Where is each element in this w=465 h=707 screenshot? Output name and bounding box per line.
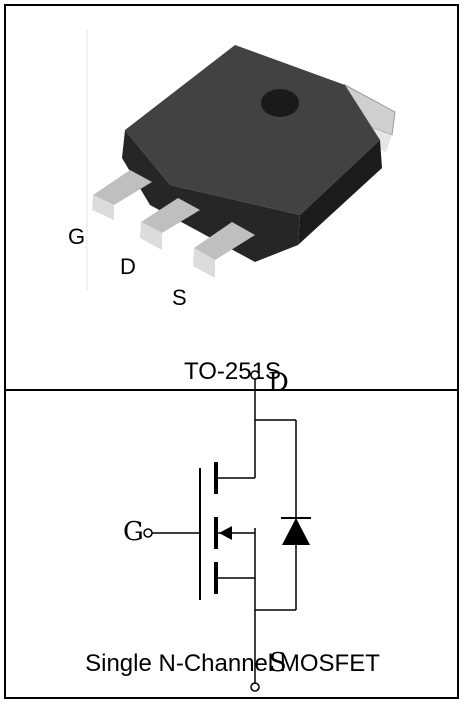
source-terminal bbox=[250, 682, 260, 692]
gate-terminal bbox=[143, 528, 153, 538]
pin-label-drain: D bbox=[120, 254, 136, 279]
pin-label-gate: G bbox=[68, 224, 86, 249]
package-name: TO-251S bbox=[184, 358, 281, 385]
body-diode bbox=[282, 518, 310, 545]
package-body-side bbox=[298, 140, 382, 245]
drain-terminal bbox=[250, 370, 260, 380]
package-body-top bbox=[125, 45, 380, 215]
package-body-front bbox=[122, 130, 300, 262]
lead-source-face bbox=[193, 248, 215, 278]
terminal-label-gate: G bbox=[123, 517, 144, 547]
body-arrow bbox=[219, 526, 232, 540]
lead-drain bbox=[141, 198, 200, 233]
package-panel bbox=[6, 6, 457, 391]
lead-gate bbox=[93, 170, 152, 205]
device-type-caption: Single N-Channel MOSFET bbox=[85, 650, 380, 677]
terminal-label-source: S bbox=[269, 648, 287, 678]
pin-label-source: S bbox=[172, 285, 187, 310]
mounting-hole bbox=[261, 89, 299, 117]
terminal-label-drain: D bbox=[268, 368, 289, 398]
lead-source bbox=[194, 222, 255, 260]
lead-gate-face bbox=[92, 195, 114, 220]
lead-drain-face bbox=[140, 222, 162, 250]
